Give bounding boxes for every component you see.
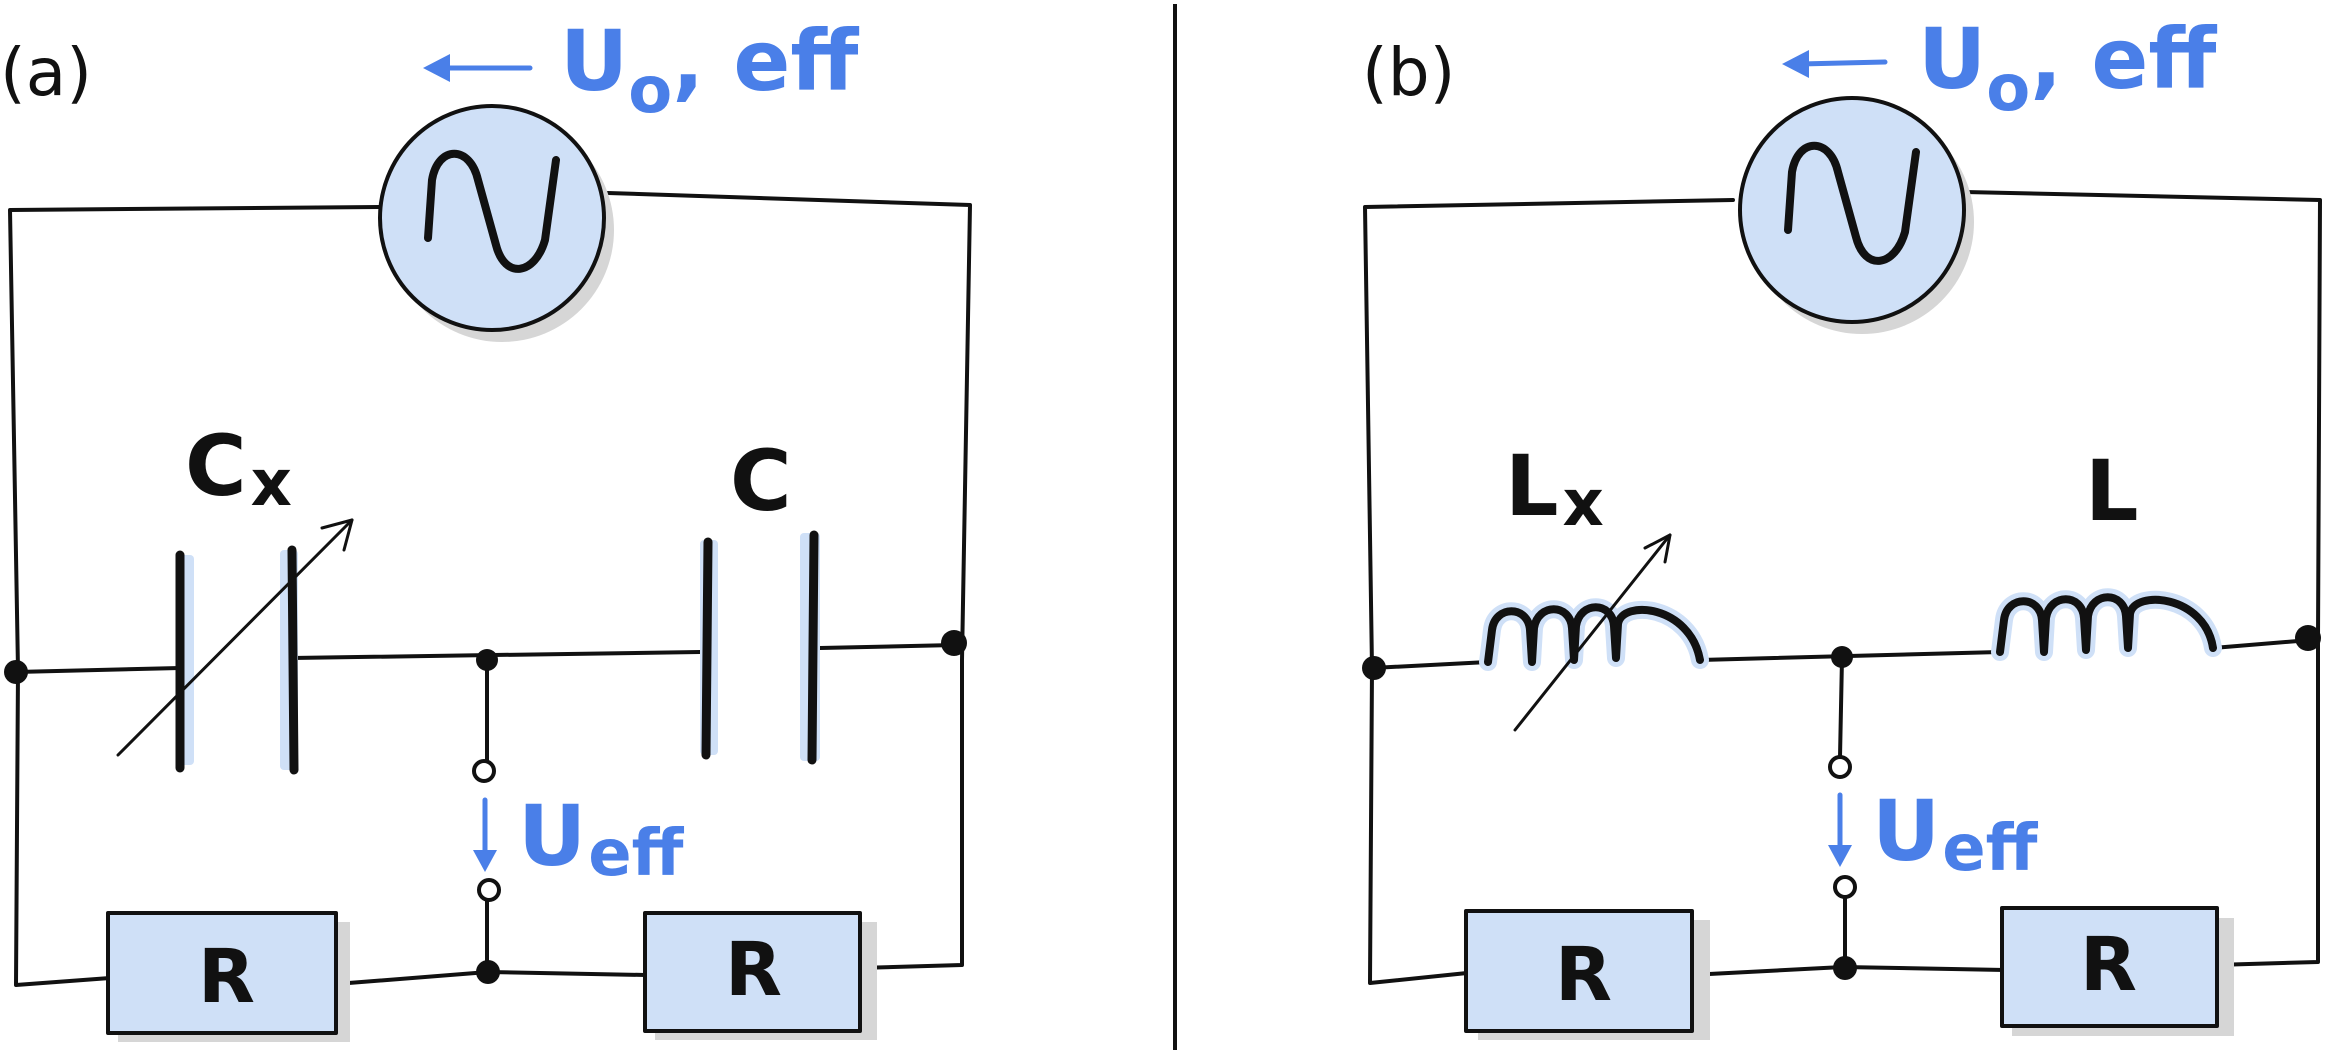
panel-a-source-label: Uo, eff xyxy=(560,12,859,128)
panel-b-resistor-left-label: R xyxy=(1555,932,1612,1018)
panel-b-resistor-left xyxy=(1464,909,1710,1040)
panel-a-node-left xyxy=(4,660,28,684)
panel-b-label: (b) xyxy=(1362,34,1455,111)
panel-a-source-arrowhead xyxy=(423,54,450,82)
panel-b-node-bottom xyxy=(1833,956,1857,980)
panel-a-node-bottom xyxy=(476,960,500,984)
panel-a-resistor-left xyxy=(106,911,350,1042)
panel-a-cx-label: Cx xyxy=(185,417,292,521)
panel-a-node-right xyxy=(941,630,967,656)
panel-a-ac-source xyxy=(378,104,614,342)
panel-a-resistor-right xyxy=(643,911,877,1040)
panel-a-terminal-bottom xyxy=(477,878,501,902)
panel-b-node-left xyxy=(1362,656,1386,680)
panel-a-sine-icon xyxy=(424,149,560,273)
panel-b-top-wire-left xyxy=(1363,198,1735,985)
panel-a-top-wire-left xyxy=(8,205,382,987)
panel-b-meas-arrowhead xyxy=(1828,845,1852,867)
panel-b-inductor xyxy=(1991,588,2222,661)
panel-a-label: (a) xyxy=(0,34,92,111)
panel-b-node-right xyxy=(2295,625,2321,651)
panel-b-meas-wire-top xyxy=(1838,656,1844,759)
panel-a-meas-arrowhead xyxy=(473,850,497,872)
panel-b-ac-source xyxy=(1738,96,1974,334)
panel-b-l-label: L xyxy=(2085,442,2139,540)
panel-b: (b) Uo, eff Lx xyxy=(1362,10,2322,1040)
panel-a-terminal-top xyxy=(472,759,496,783)
panel-b-source-arrowhead xyxy=(1782,50,1809,78)
panel-b-variable-arrow xyxy=(1513,533,1672,732)
panel-a-resistor-left-label: R xyxy=(198,934,255,1020)
panel-b-resistor-right xyxy=(2000,906,2234,1036)
panel-b-node-middle xyxy=(1831,646,1853,668)
panel-a: (a) Uo, eff Cx xyxy=(0,12,972,1042)
panel-a-top-wire-right xyxy=(606,191,972,970)
panel-b-variable-inductor xyxy=(1479,533,1709,732)
panel-b-terminal-bottom xyxy=(1833,875,1857,899)
panel-b-terminal-top xyxy=(1828,755,1852,779)
panel-a-resistor-right-label: R xyxy=(725,927,782,1013)
panel-a-node-middle xyxy=(476,649,498,671)
panel-b-source-arrow xyxy=(1797,59,1888,67)
panel-b-source-label: Uo, eff xyxy=(1918,10,2217,126)
panel-a-variable-capacitor xyxy=(116,518,354,775)
panel-b-lx-label: Lx xyxy=(1505,437,1604,541)
panel-a-ueff-label: Ueff xyxy=(518,787,685,891)
panel-b-ueff-label: Ueff xyxy=(1872,782,2039,886)
panel-a-capacitor xyxy=(700,530,820,765)
panel-b-resistor-right-label: R xyxy=(2080,922,2137,1008)
panel-b-sine-icon xyxy=(1784,141,1920,265)
panel-a-variable-arrow xyxy=(116,518,354,757)
panel-a-c-label: C xyxy=(730,432,792,530)
